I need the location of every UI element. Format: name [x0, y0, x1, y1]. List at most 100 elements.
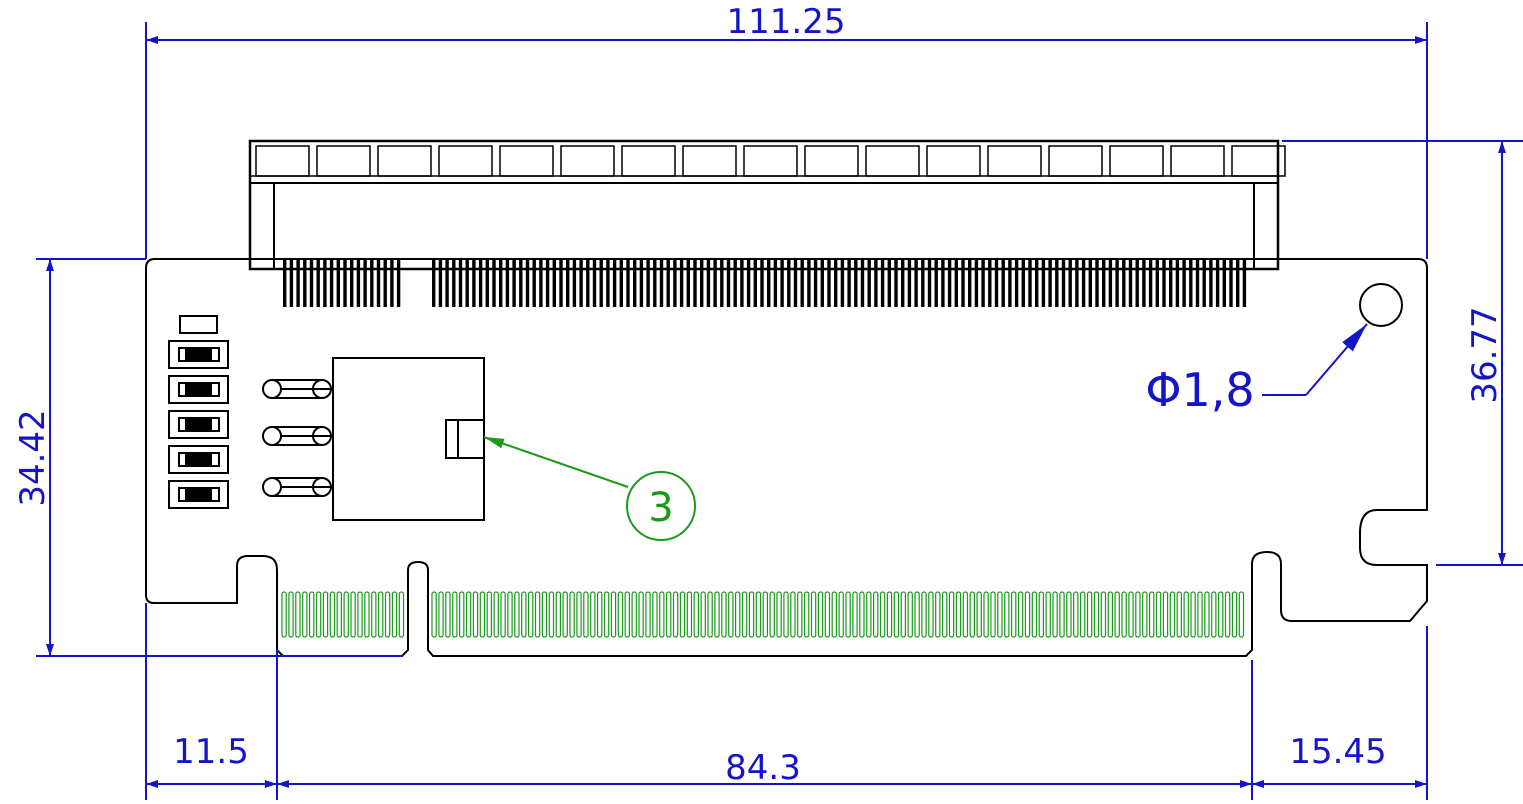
slot-pin — [740, 259, 744, 307]
edge-finger — [391, 591, 398, 638]
slot-pin — [485, 259, 489, 307]
edge-finger — [562, 591, 568, 638]
balloon-circle — [626, 471, 696, 541]
slot-pin — [1155, 259, 1159, 307]
slot-pin — [376, 259, 381, 307]
slot-pin — [760, 259, 764, 307]
slot-pin — [813, 259, 818, 307]
slot-pin — [1041, 259, 1046, 307]
slot-pin — [1061, 259, 1066, 307]
slot-pin — [780, 259, 784, 307]
slot-pin — [336, 259, 340, 307]
slot-pin — [1222, 259, 1226, 307]
connector-pin-3 — [262, 477, 333, 497]
hole-diameter-label: Φ1,8 — [1145, 363, 1254, 417]
slot-pin — [659, 259, 664, 307]
edge-finger — [1004, 591, 1010, 638]
edge-finger — [1231, 591, 1238, 638]
connector-pin-2 — [262, 426, 333, 446]
slot-pin — [633, 259, 637, 307]
edge-finger — [1211, 591, 1217, 638]
smd-top-pad — [179, 315, 218, 334]
slot-pin — [954, 259, 958, 307]
edge-finger — [976, 591, 982, 638]
slot-pin — [1068, 259, 1072, 307]
slot-pin — [343, 259, 347, 307]
smd-led — [168, 340, 229, 369]
slot-solder-pins — [283, 259, 1247, 307]
slot-pin — [713, 259, 717, 307]
slot-pin — [539, 259, 543, 307]
edge-finger — [295, 591, 301, 638]
slot-pin — [646, 259, 650, 307]
edge-finger — [928, 591, 934, 638]
slot-pin — [1215, 259, 1220, 307]
edge-finger — [838, 591, 844, 638]
slot-pin — [545, 259, 550, 307]
slot-pin — [492, 259, 496, 307]
edge-finger — [1190, 591, 1196, 638]
slot-pin — [874, 259, 878, 307]
edge-finger — [790, 591, 796, 638]
slot-pin — [572, 259, 577, 307]
edge-finger — [309, 591, 315, 638]
slot-pin — [1128, 259, 1133, 307]
edge-finger — [1045, 591, 1051, 638]
slot-pin — [988, 259, 992, 307]
edge-finger — [659, 591, 665, 638]
slot-pin — [700, 259, 704, 307]
edge-finger — [445, 591, 451, 638]
slot-pin — [606, 259, 610, 307]
power-connector-body — [332, 357, 485, 521]
edge-finger — [721, 591, 727, 638]
edge-finger — [500, 591, 506, 638]
slot-pin — [599, 259, 603, 307]
edge-finger — [1155, 591, 1162, 638]
hole-diameter-callout: Φ1,8 — [1145, 323, 1368, 417]
edge-finger — [714, 591, 720, 638]
slot-window — [804, 145, 859, 177]
edge-finger — [1176, 591, 1182, 638]
pcb-outline — [145, 258, 1428, 657]
edge-finger — [700, 591, 706, 638]
edge-finger — [617, 591, 624, 638]
edge-finger — [997, 591, 1003, 638]
slot-pin — [720, 259, 724, 307]
slot-window — [1231, 145, 1286, 177]
slot-pin — [787, 259, 791, 307]
slot-pin — [309, 259, 314, 307]
edge-finger — [741, 591, 748, 638]
slot-pin — [1021, 259, 1025, 307]
edge-finger — [1148, 591, 1155, 638]
edge-finger — [1162, 591, 1169, 638]
slot-pin — [927, 259, 932, 307]
slot-pin — [532, 259, 536, 307]
edge-finger — [679, 591, 686, 638]
edge-finger — [486, 591, 493, 638]
slot-pin — [1014, 259, 1019, 307]
edge-finger — [686, 591, 693, 638]
slot-window — [621, 145, 676, 177]
edge-finger — [900, 591, 907, 638]
overall-width-label: 111.25 — [727, 2, 846, 42]
edge-finger — [1197, 591, 1203, 638]
mounting-hole — [1359, 283, 1403, 327]
slot-pin — [289, 259, 294, 307]
slot-pin — [1242, 259, 1247, 307]
slot-pin — [505, 259, 510, 307]
slot-pin — [283, 259, 287, 307]
slot-pin — [834, 259, 838, 307]
smd-led-array — [168, 315, 229, 509]
slot-pin — [706, 259, 711, 307]
edge-finger — [521, 591, 527, 638]
edge-finger — [1128, 591, 1134, 638]
edge-finger — [576, 591, 582, 638]
hole-leader — [1305, 323, 1368, 396]
edge-finger — [507, 591, 513, 638]
connector-pin-1 — [262, 379, 333, 399]
edge-finger — [624, 591, 631, 638]
slot-right-end — [1253, 182, 1279, 270]
slot-pin — [303, 259, 307, 307]
connector-latch — [445, 419, 485, 459]
edge-finger — [1217, 591, 1224, 638]
